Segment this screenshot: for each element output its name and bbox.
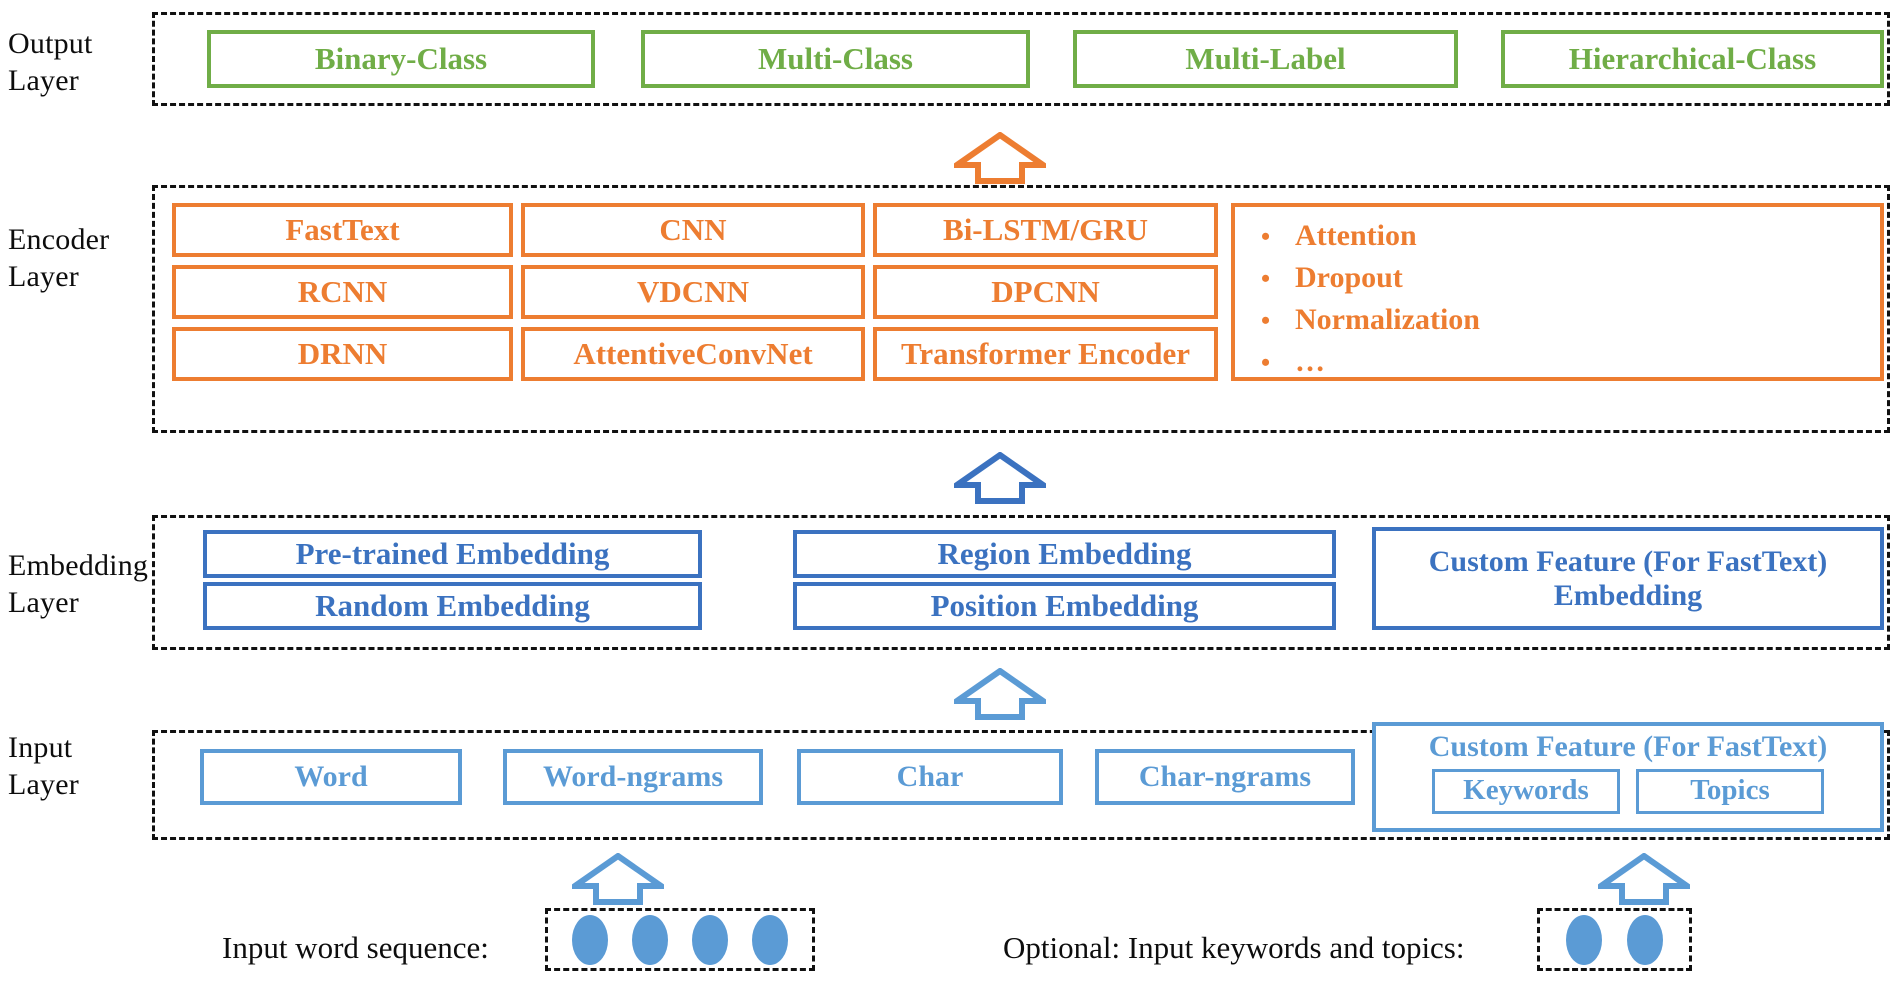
custom-feature-line2: Embedding	[1553, 578, 1703, 612]
word-token-dot	[692, 914, 728, 965]
keyword-token-dot	[1565, 914, 1602, 965]
encoder-item-drnn[interactable]: DRNN	[172, 327, 513, 381]
embedding-item-custom-feature[interactable]: Custom Feature (For FastText) Embedding	[1372, 527, 1884, 630]
encoder-item-rcnn[interactable]: RCNN	[172, 265, 513, 319]
word-token-dot	[752, 914, 788, 965]
input-layer-label: Input Layer	[8, 731, 79, 801]
bullet-icon: •	[1261, 264, 1271, 293]
encoder-item-dpcnn[interactable]: DPCNN	[873, 265, 1218, 319]
arrow-word-sequence-to-input	[572, 853, 664, 905]
output-item-multi-class[interactable]: Multi-Class	[641, 30, 1030, 88]
embedding-item-region[interactable]: Region Embedding	[793, 530, 1336, 578]
input-item-word-ngrams[interactable]: Word-ngrams	[503, 749, 763, 805]
input-item-char[interactable]: Char	[797, 749, 1063, 805]
encoder-item-vdcnn[interactable]: VDCNN	[521, 265, 865, 319]
embedding-layer-container	[152, 515, 1890, 650]
input-custom-feature-topics[interactable]: Topics	[1636, 768, 1824, 814]
input-custom-feature-keywords[interactable]: Keywords	[1432, 768, 1620, 814]
bullet-icon: •	[1261, 222, 1271, 251]
caption-input-word-sequence: Input word sequence:	[222, 930, 489, 965]
output-item-multi-label[interactable]: Multi-Label	[1073, 30, 1458, 88]
embedding-layer-label: Embedding Layer	[8, 549, 149, 619]
bullet-icon: •	[1261, 348, 1271, 377]
encoder-item-fasttext[interactable]: FastText	[172, 203, 513, 257]
custom-feature-line1: Custom Feature (For FastText)	[1428, 544, 1828, 578]
word-token-dot	[632, 914, 668, 965]
encoder-layer-label: Encoder Layer	[8, 223, 110, 293]
output-layer-label: Output Layer	[8, 27, 93, 97]
input-item-char-ngrams[interactable]: Char-ngrams	[1095, 749, 1355, 805]
arrow-embedding-to-encoder	[954, 452, 1046, 504]
embedding-item-random[interactable]: Random Embedding	[203, 582, 702, 630]
topic-token-dot	[1627, 914, 1664, 965]
encoder-item-attentiveconvnet[interactable]: AttentiveConvNet	[521, 327, 865, 381]
encoder-option-ellipsis: • …	[1261, 347, 1880, 377]
encoder-item-transformer-encoder[interactable]: Transformer Encoder	[873, 327, 1218, 381]
embedding-item-pre-trained[interactable]: Pre-trained Embedding	[203, 530, 702, 578]
input-custom-feature-title: Custom Feature (For FastText)	[1428, 730, 1828, 763]
output-item-hierarchical-class[interactable]: Hierarchical-Class	[1501, 30, 1884, 88]
encoder-item-bilstm-gru[interactable]: Bi-LSTM/GRU	[873, 203, 1218, 257]
output-item-binary-class[interactable]: Binary-Class	[207, 30, 595, 88]
encoder-option-label: …	[1295, 345, 1325, 378]
encoder-option-label: Normalization	[1295, 303, 1480, 336]
word-sequence-token-group	[545, 908, 815, 971]
arrow-encoder-to-output	[954, 132, 1046, 184]
embedding-item-position[interactable]: Position Embedding	[793, 582, 1336, 630]
encoder-item-cnn[interactable]: CNN	[521, 203, 865, 257]
input-layer-container	[152, 730, 1890, 840]
keywords-topics-token-group	[1537, 908, 1692, 971]
encoder-option-normalization[interactable]: • Normalization	[1261, 305, 1880, 335]
arrow-keywords-topics-to-input	[1598, 853, 1690, 905]
input-item-word[interactable]: Word	[200, 749, 462, 805]
encoder-option-label: Dropout	[1295, 261, 1403, 294]
bullet-icon: •	[1261, 306, 1271, 335]
caption-optional-keywords-topics: Optional: Input keywords and topics:	[1003, 930, 1465, 965]
encoder-option-dropout[interactable]: • Dropout	[1261, 263, 1880, 293]
encoder-options-box: • Attention • Dropout • Normalization • …	[1231, 203, 1884, 381]
encoder-option-attention[interactable]: • Attention	[1261, 221, 1880, 251]
output-layer-container	[152, 12, 1890, 106]
encoder-layer-container	[152, 185, 1890, 433]
input-item-custom-feature[interactable]: Custom Feature (For FastText) Keywords T…	[1372, 722, 1884, 832]
encoder-option-label: Attention	[1295, 219, 1417, 252]
arrow-input-to-embedding	[954, 668, 1046, 720]
word-token-dot	[572, 914, 608, 965]
